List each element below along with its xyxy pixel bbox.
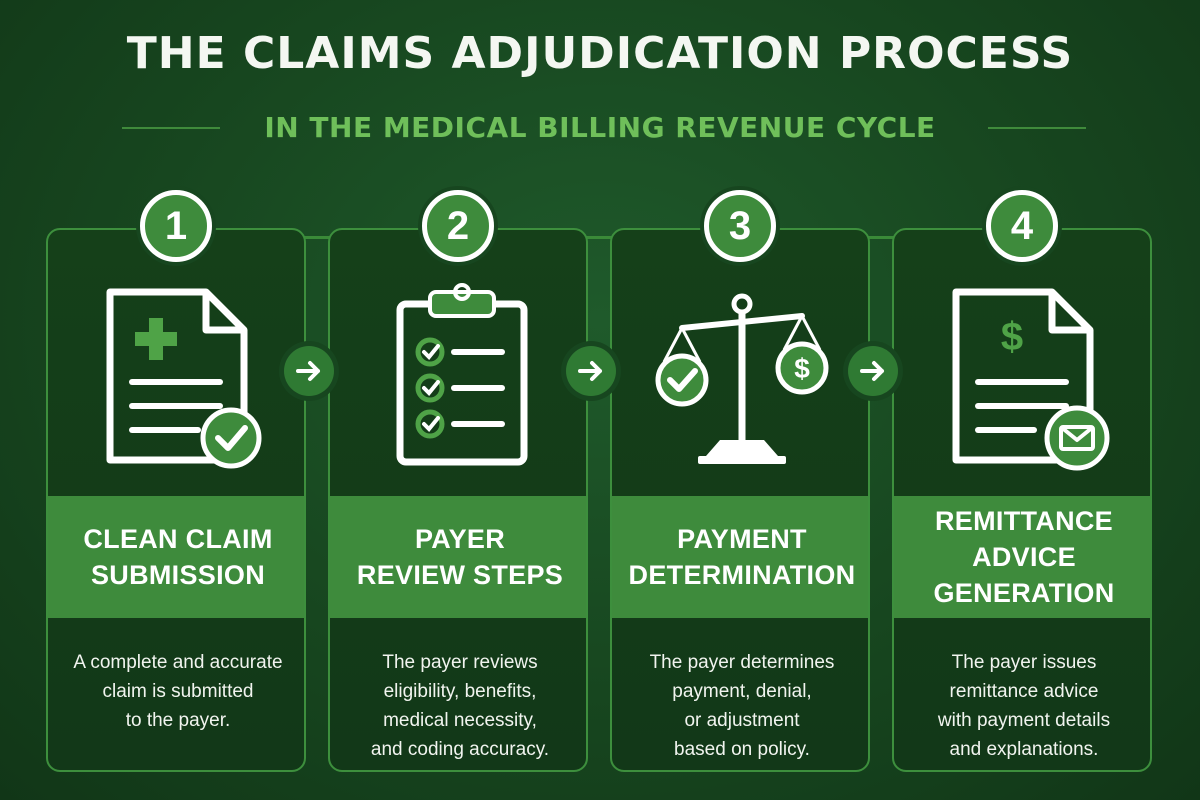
step-card-2: PAYER REVIEW STEPS The payer reviews eli…: [328, 228, 588, 772]
arrow-right-icon: [848, 346, 898, 396]
subtitle-rule-right: [988, 127, 1086, 129]
step-number-badge: 1: [140, 190, 212, 262]
clipboard-checklist-icon: [330, 270, 586, 510]
arrow-right-icon: [566, 346, 616, 396]
step-card-1: CLEAN CLAIM SUBMISSION A complete and ac…: [46, 228, 306, 772]
page-subtitle: IN THE MEDICAL BILLING REVENUE CYCLE: [264, 111, 936, 144]
connector-line: [212, 236, 422, 239]
svg-text:$: $: [1001, 315, 1023, 359]
claim-document-icon: [48, 270, 304, 510]
step-number-badge: 4: [986, 190, 1058, 262]
step-card-3: $ PAYMENT DETERMINATION The payer determ…: [610, 228, 870, 772]
remittance-document-icon: $: [894, 270, 1150, 510]
subtitle-rule-left: [122, 127, 220, 129]
step-heading: REMITTANCE ADVICE GENERATION: [894, 496, 1150, 618]
step-heading: CLEAN CLAIM SUBMISSION: [48, 496, 304, 618]
step-number-badge: 3: [704, 190, 776, 262]
balance-scale-icon: $: [612, 270, 868, 510]
page-title: THE CLAIMS ADJUDICATION PROCESS: [126, 28, 1074, 79]
step-heading: PAYMENT DETERMINATION: [612, 496, 868, 618]
step-description: The payer issues remittance advice with …: [937, 652, 1111, 760]
step-number-badge: 2: [422, 190, 494, 262]
step-description: The payer determines payment, denial, or…: [649, 652, 835, 760]
svg-text:$: $: [794, 353, 810, 384]
step-description: A complete and accurate claim is submitt…: [73, 652, 283, 731]
connector-line: [494, 236, 704, 239]
step-heading: PAYER REVIEW STEPS: [330, 496, 586, 618]
connector-line: [776, 236, 986, 239]
step-description: The payer reviews eligibility, benefits,…: [370, 652, 550, 760]
step-card-4: $ REMITTANCE ADVICE GENERATION The payer…: [892, 228, 1152, 772]
subtitle-row: IN THE MEDICAL BILLING REVENUE CYCLE: [0, 110, 1200, 146]
arrow-right-icon: [284, 346, 334, 396]
